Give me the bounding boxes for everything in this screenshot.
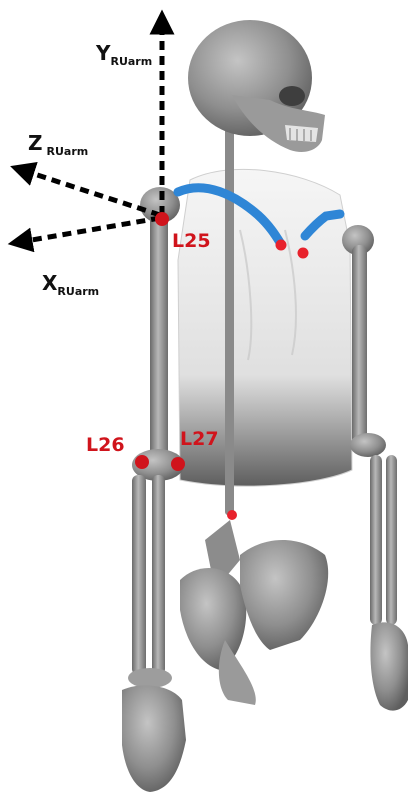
left-hand [370,622,408,710]
x-axis-label: XRUarm [42,271,99,298]
skull [188,20,325,152]
landmark-l27-label: L27 [180,428,219,450]
left-forearm [370,455,397,625]
landmark-l26-label: L26 [86,434,125,456]
pelvis [180,520,328,705]
z-axis-arrow [22,170,160,215]
x-axis-arrow [20,218,160,242]
spine-marker-dot [227,510,237,520]
y-axis-label: YRUarm [95,41,152,68]
landmark-l26-dot [135,455,149,469]
clavicle-marker-dot [298,248,309,259]
right-hand [122,685,186,792]
spine [225,105,234,515]
landmark-l25-label: L25 [172,230,211,252]
clavicle-marker-dot [276,240,287,251]
landmark-l27-dot [171,457,185,471]
landmark-l25-dot [155,212,169,226]
right-forearm [128,475,172,688]
